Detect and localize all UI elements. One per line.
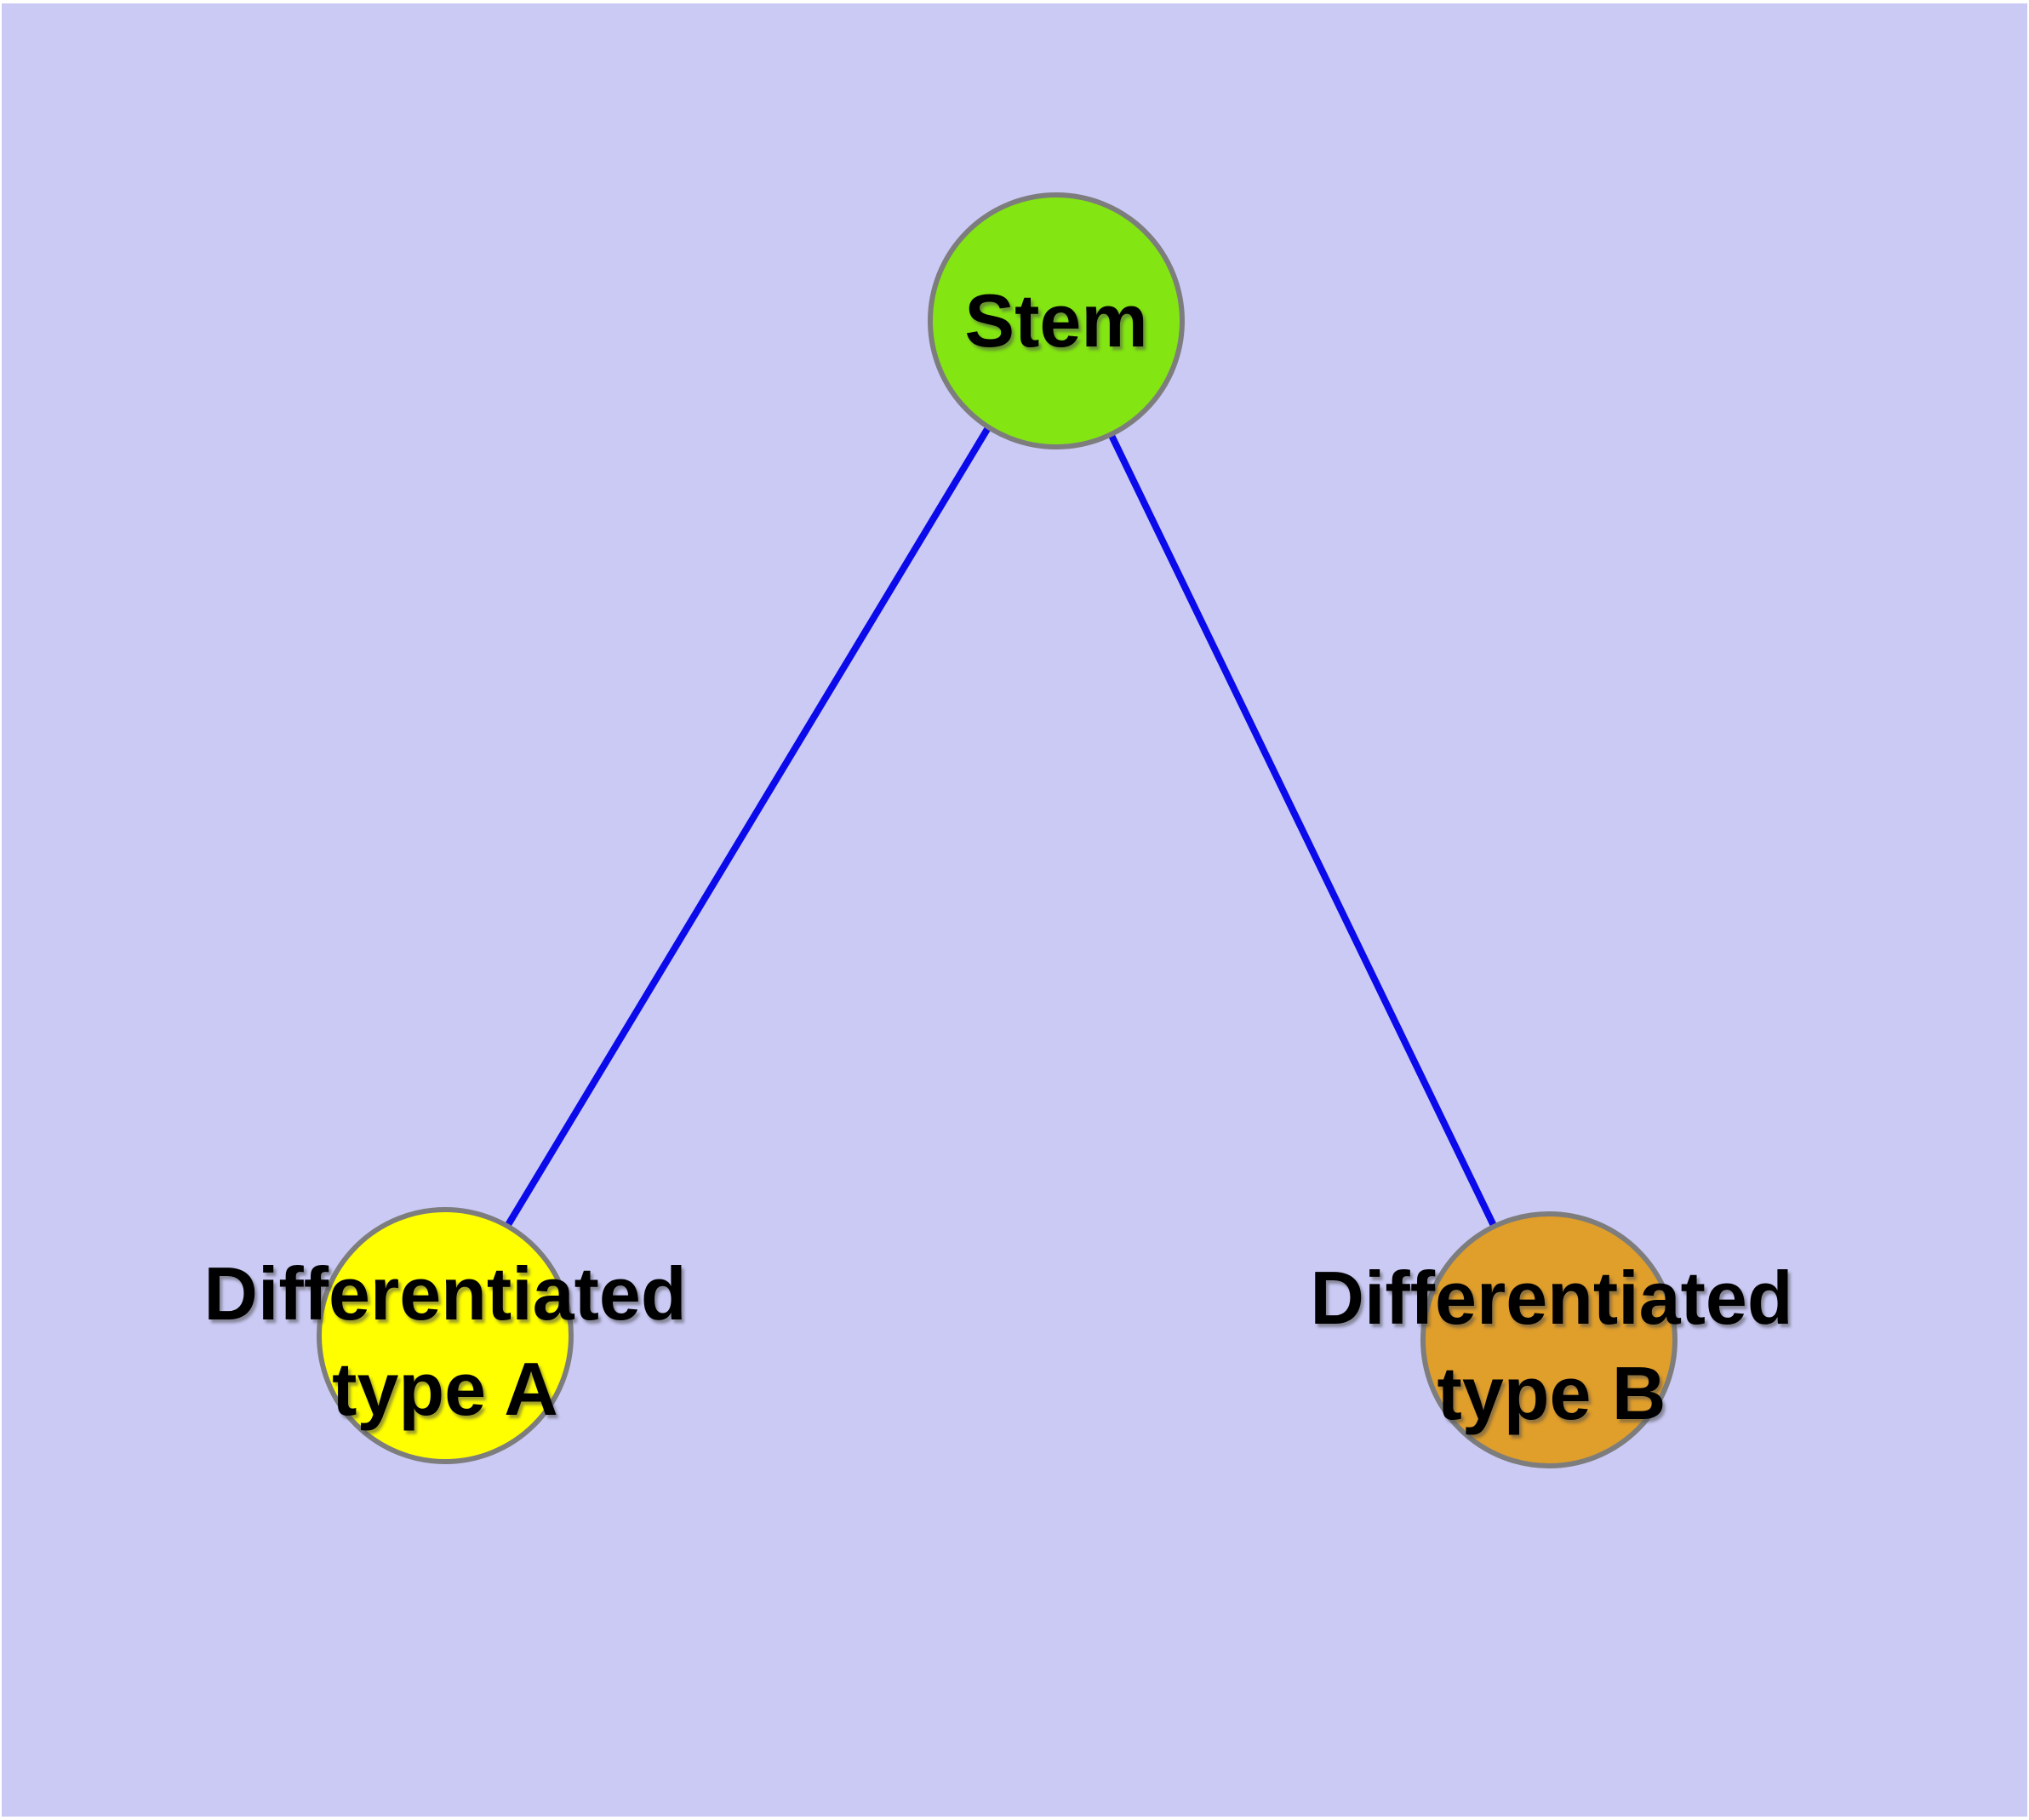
edge-layer	[440, 314, 1551, 1340]
type-b-label-line-1: Differentiated	[1310, 1256, 1793, 1340]
edge-stem-to-type-a	[440, 314, 1058, 1336]
edge-stem-to-type-b	[1051, 314, 1551, 1340]
node-stem: Stem	[928, 192, 1185, 449]
node-stem-label: Stem	[964, 278, 1148, 363]
node-differentiated-type-a	[317, 1207, 574, 1464]
node-differentiated-type-b-label: Differentiated type B	[1126, 1251, 1977, 1441]
node-differentiated-type-a-label: Differentiated type A	[20, 1246, 871, 1437]
type-b-label-line-2: type B	[1437, 1351, 1666, 1435]
type-a-label-line-2: type A	[332, 1347, 558, 1431]
node-differentiated-type-b	[1420, 1211, 1677, 1468]
type-a-label-line-1: Differentiated	[203, 1251, 687, 1336]
diagram-canvas: Stem Differentiated type A Differentiate…	[2, 3, 2027, 1817]
